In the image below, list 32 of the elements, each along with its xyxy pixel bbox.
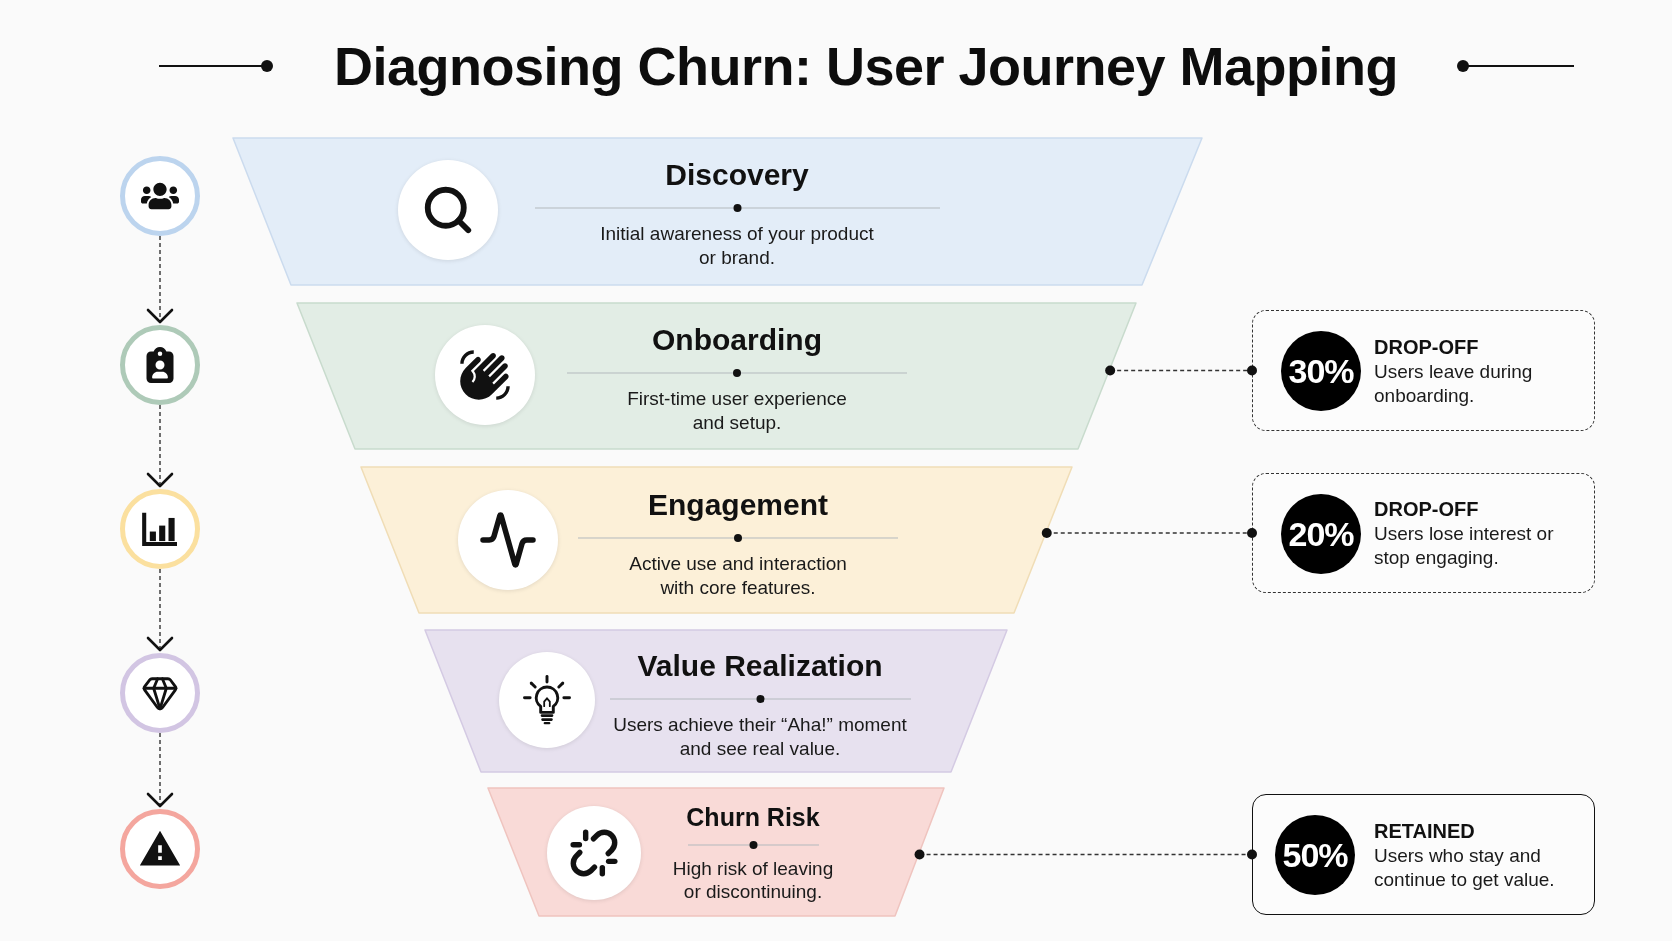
card-description: Users who stay and continue to get value. [1374,843,1556,892]
stage-title: Churn Risk [686,802,820,832]
card-description: Users lose interest or stop engaging. [1374,522,1555,570]
stage-description: Active use and interaction with core features. [628,552,848,600]
card-heading: DROP-OFF [1374,497,1480,522]
card-description: Users leave during onboarding. [1374,359,1534,408]
stat-card [1252,794,1595,915]
funnel-band [296,302,1137,450]
funnel-band [424,629,1008,773]
funnel-band [360,466,1073,614]
diagram-title: Diagnosing Churn: User Journey Mapping [333,35,1399,98]
stage-description: High risk of leaving or discontinuing. [671,857,835,903]
dashed-arrow [146,732,174,808]
stage-description: Initial awareness of your product or brand. [599,222,875,270]
stage-title: Discovery [665,157,809,193]
connector-line [1041,528,1257,538]
card-heading: RETAINED [1374,818,1476,844]
dashed-arrow [146,568,174,652]
stage-description: Users achieve their “Aha!” moment and see real value. [612,713,908,761]
dashed-arrow [146,235,174,324]
funnel-band [232,137,1203,286]
stage-title: Onboarding [652,322,822,358]
stat-card [1252,473,1595,593]
stage-description: First-time user experience and setup. [626,387,848,435]
funnel-band [487,787,945,917]
connector-line [914,849,1257,860]
stat-card [1252,310,1595,431]
stage-title: Engagement [648,487,828,523]
card-heading: DROP-OFF [1374,334,1480,360]
dashed-arrow [146,404,174,488]
stage-title: Value Realization [637,648,883,684]
connector-line [1105,365,1257,376]
